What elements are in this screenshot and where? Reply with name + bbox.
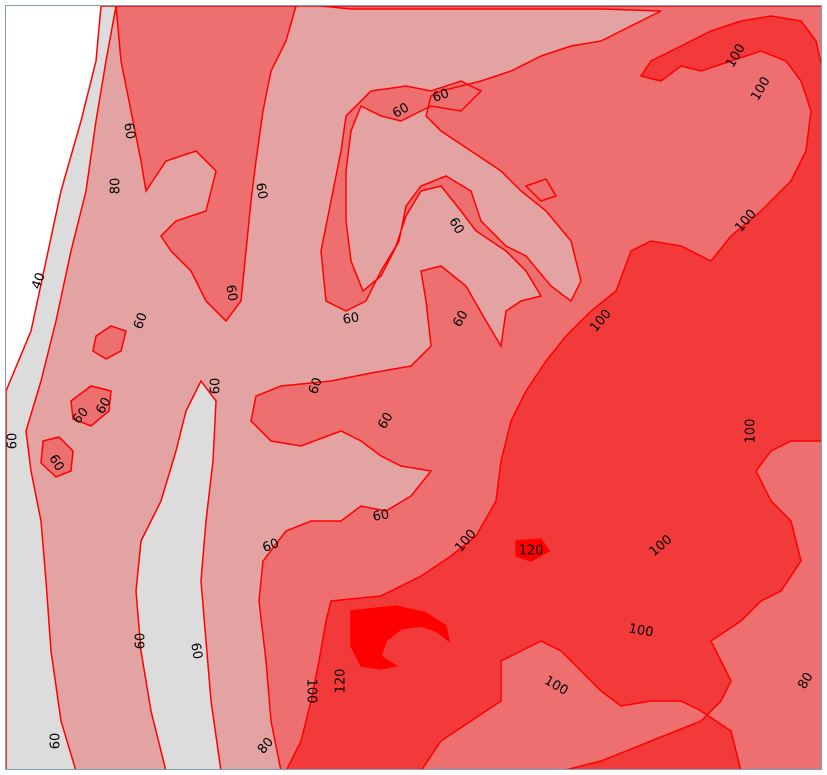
contour-label-60: 60 bbox=[120, 122, 138, 141]
band-40-channel bbox=[135, 379, 222, 769]
contour-label-80: 80 bbox=[795, 670, 816, 692]
contour-label-100: 100 bbox=[304, 679, 319, 704]
band-80-blob-center bbox=[524, 178, 558, 202]
contour-label-60: 60 bbox=[49, 733, 64, 750]
contour-label-60: 60 bbox=[45, 452, 66, 474]
contour-label-60: 60 bbox=[431, 86, 452, 106]
contour-label-60: 60 bbox=[131, 311, 151, 332]
contour-label-60: 60 bbox=[252, 182, 270, 201]
contour-label-60: 60 bbox=[6, 433, 21, 450]
contour-label-60: 60 bbox=[445, 215, 466, 237]
contour-labels: 40 60 60 60 60 60 60 60 60 60 60 60 60 60 60 60 60 60 60 60… bbox=[6, 41, 817, 757]
contour-label-60: 60 bbox=[187, 642, 205, 661]
contour-label-60: 60 bbox=[93, 395, 114, 417]
contour-label-60: 60 bbox=[390, 100, 412, 121]
contour-label-60: 60 bbox=[306, 376, 326, 397]
band-120-region bbox=[350, 605, 451, 670]
contour-label-80: 80 bbox=[109, 178, 124, 195]
contour-label-60: 60 bbox=[375, 410, 396, 432]
contour-label-60: 60 bbox=[222, 284, 240, 303]
contour-map[interactable]: 40 60 60 60 60 60 60 60 60 60 60 60 60 60 60 60 60 60 60 60… bbox=[6, 6, 822, 770]
contour-label-60: 60 bbox=[342, 310, 361, 328]
contour-label-60: 60 bbox=[450, 308, 471, 330]
band-80-blob-west-2 bbox=[70, 385, 112, 427]
band-80-blob-west-3 bbox=[40, 436, 74, 478]
band-80-blob-west bbox=[92, 325, 127, 360]
band-100-region bbox=[286, 15, 821, 769]
band-80-lobe-north bbox=[115, 6, 297, 323]
contour-label-120: 120 bbox=[519, 544, 544, 559]
contour-label-60: 60 bbox=[372, 507, 391, 525]
contour-map-frame: 40 60 60 60 60 60 60 60 60 60 60 60 60 60 60 60 60 60 60 60… bbox=[5, 5, 822, 770]
band-80-lobe-southeast bbox=[421, 440, 821, 769]
contour-label-100: 100 bbox=[744, 419, 759, 444]
contour-label-40: 40 bbox=[29, 271, 49, 292]
contour-label-100: 100 bbox=[627, 621, 654, 640]
contour-label-60: 60 bbox=[261, 536, 282, 556]
contour-label-60: 60 bbox=[134, 633, 149, 650]
contour-label-60: 60 bbox=[209, 378, 224, 395]
contour-label-120: 120 bbox=[334, 669, 349, 694]
band-120-spot bbox=[515, 538, 551, 562]
